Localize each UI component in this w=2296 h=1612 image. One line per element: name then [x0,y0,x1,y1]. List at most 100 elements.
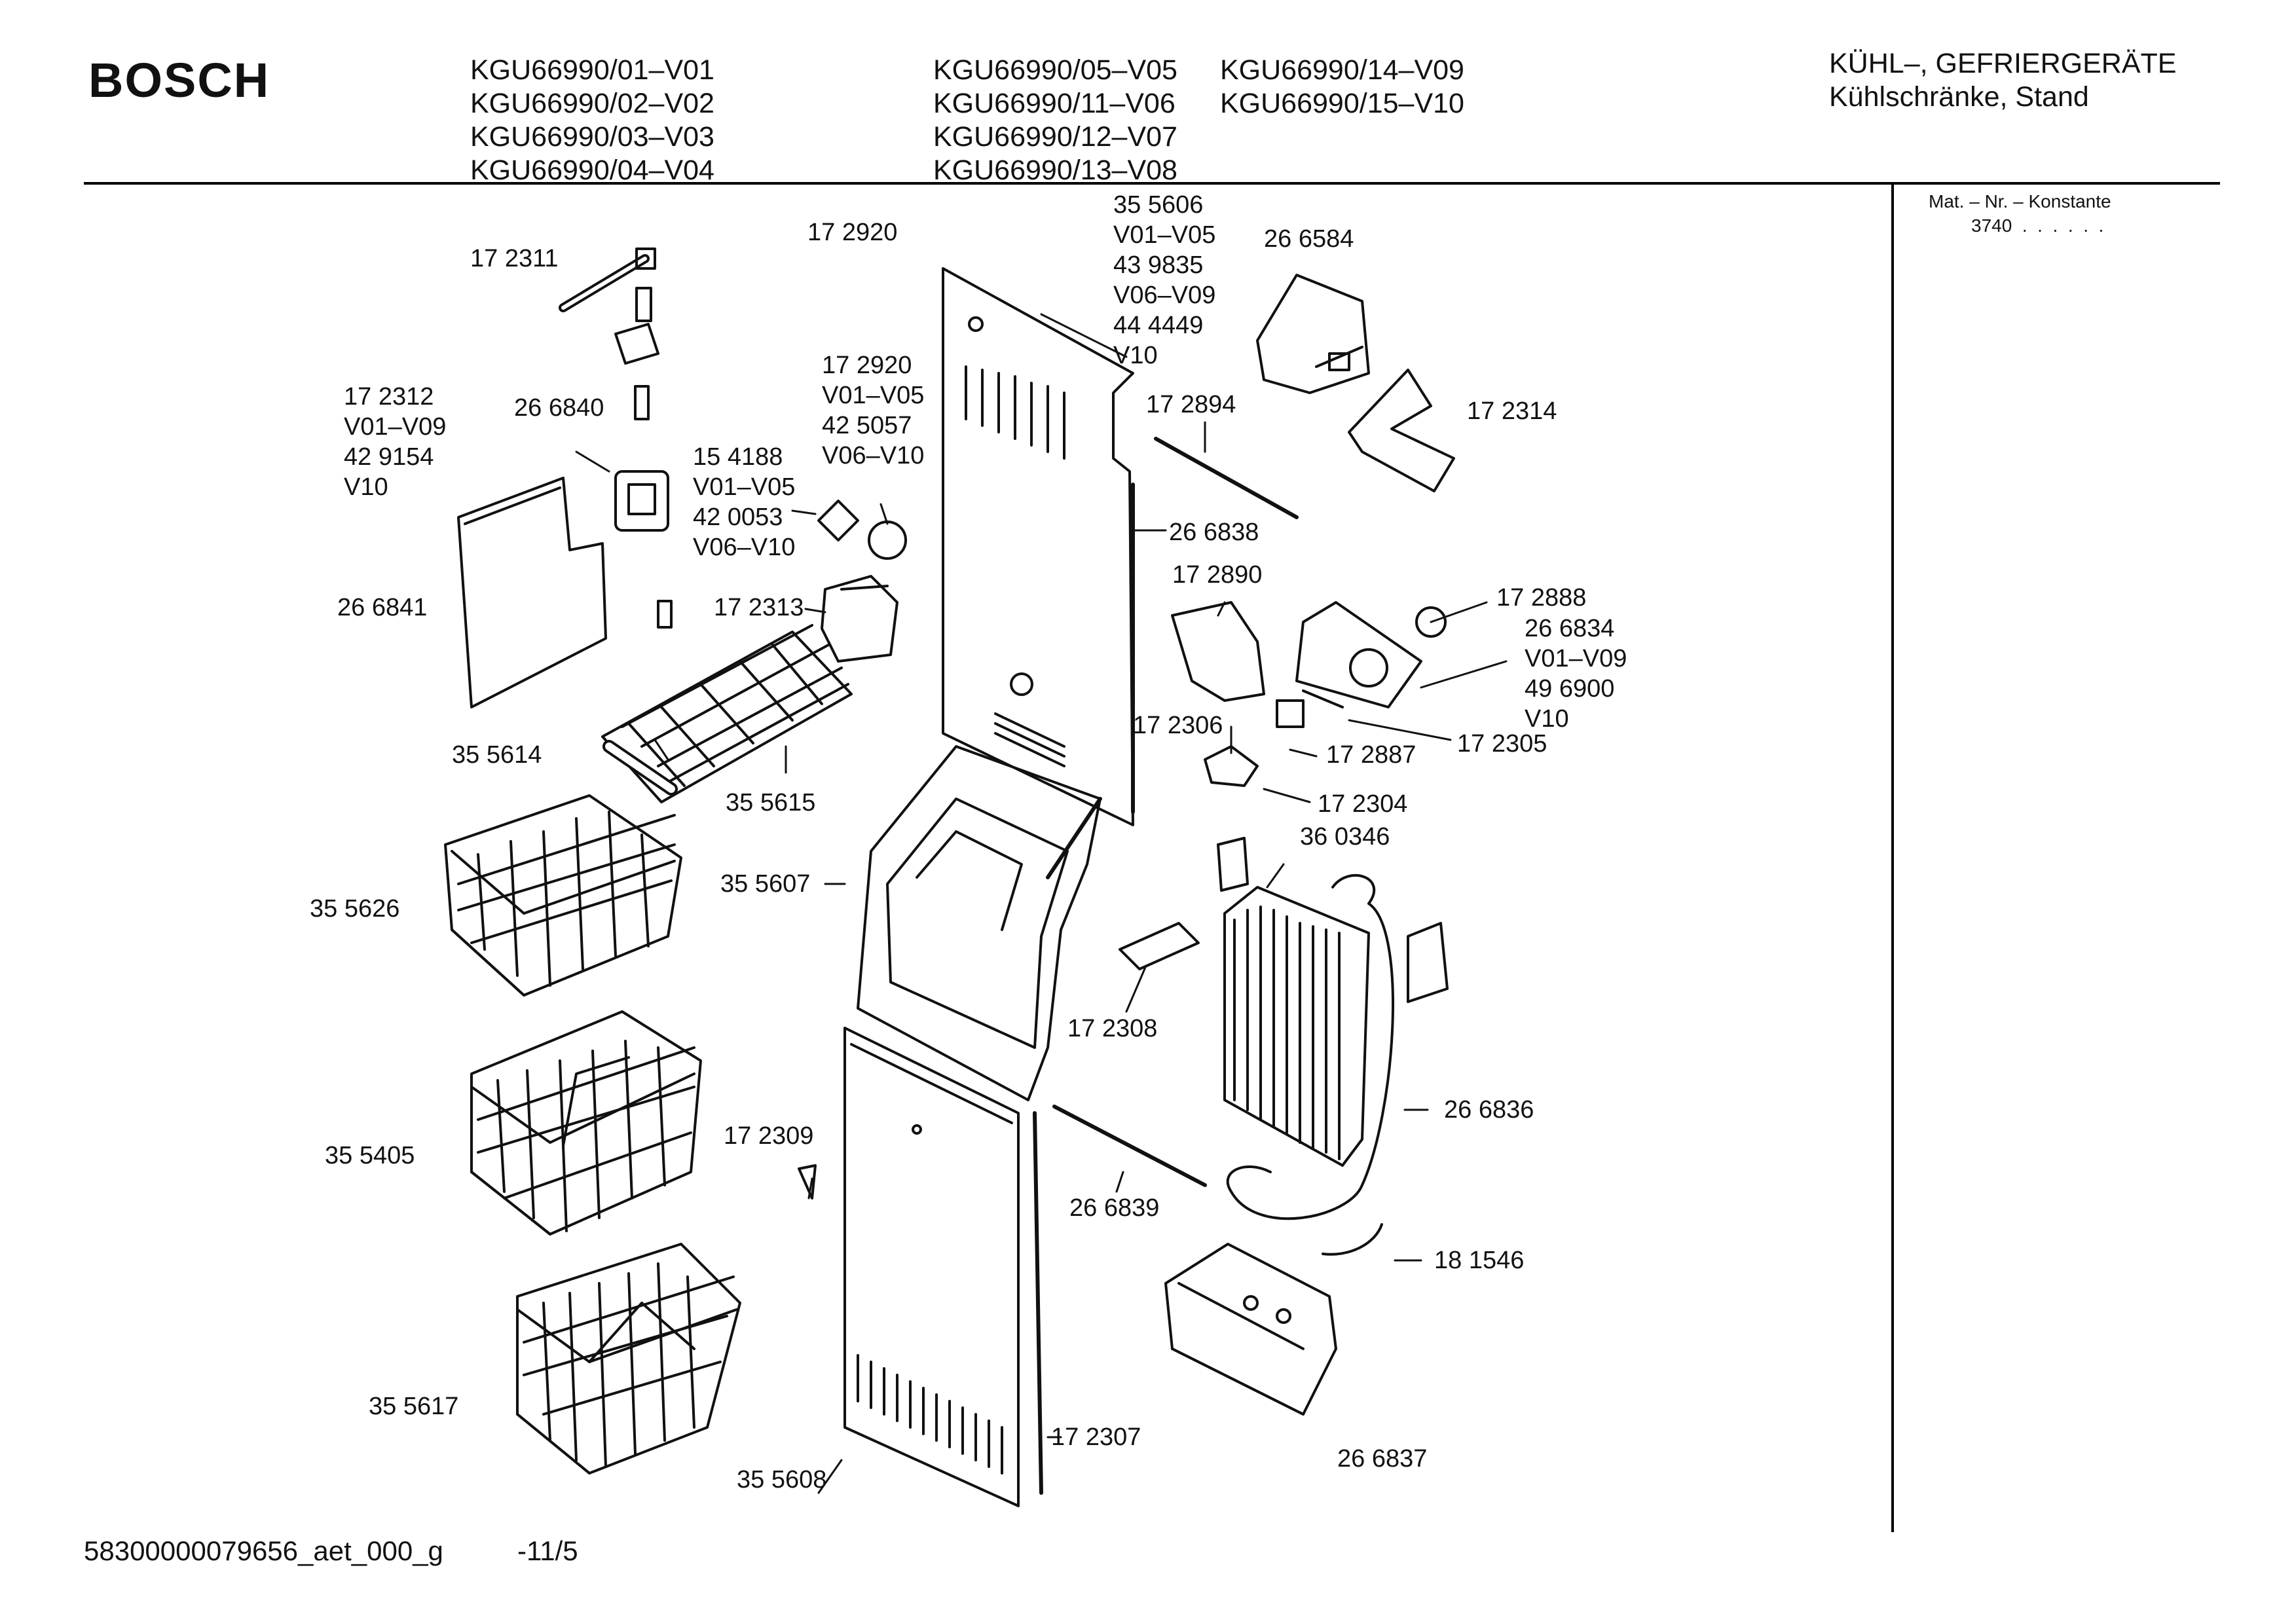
bracket-part [1256,274,1370,394]
part-label: 17 2309 [724,1122,814,1150]
part-label: 17 2306 [1133,712,1223,739]
wire-shelf-part [601,624,853,803]
model-number: KGU66990/02–V02 [470,88,714,119]
rod-part-inner [605,742,675,793]
fan-blade-part [1415,606,1447,638]
part-label: 36 0346 [1300,823,1390,851]
part-label-group: 26 6834 V01–V09 49 6900 V10 [1525,614,1627,734]
drain-tube-part [559,247,659,420]
part-variant: V01–V05 [1113,221,1216,249]
gasket-part [1348,369,1455,492]
part-label: 17 2888 [1496,584,1587,612]
part-variant: V06–V10 [693,534,796,561]
defrost-heater-part [1226,874,1394,1220]
light-bulb-part [817,500,907,560]
seal-upper-part [1046,797,1102,879]
model-number: KGU66990/01–V01 [470,54,714,86]
fan-housing-part [1295,601,1422,708]
part-label: 17 2314 [1467,397,1557,425]
evaporator-part [1223,886,1370,1167]
mat-constant-value: 3740 . . . . . . [1971,215,2104,236]
part-label: 35 5617 [369,1393,459,1420]
front-panel-part [843,1027,1020,1507]
sidebar-divider [1891,185,1894,1532]
part-label: 26 6840 [514,394,604,422]
part-label: 35 5615 [726,789,816,816]
part-label: 15 4188 [693,443,783,471]
leader-lines [575,313,1508,1494]
bar-part [1119,922,1200,970]
model-number: KGU66990/13–V08 [933,155,1177,186]
model-list-col3: KGU66990/14–V09 KGU66990/15–V10 [1220,54,1464,120]
part-variant: V01–V09 [344,413,447,441]
basket-small-part [444,794,682,997]
part-label: 18 1546 [1434,1247,1525,1274]
model-number: KGU66990/05–V05 [933,54,1177,86]
model-list-col2: KGU66990/05–V05 KGU66990/11–V06 KGU66990… [933,54,1177,187]
seal-lower-part [1033,1111,1043,1495]
back-panel-part [942,267,1134,826]
part-label: 35 5405 [325,1142,415,1169]
part-label: 17 2894 [1146,391,1236,418]
part-variant: V10 [1113,342,1158,369]
part-label: 35 5608 [737,1466,827,1493]
model-list-col1: KGU66990/01–V01 KGU66990/02–V02 KGU66990… [470,54,714,187]
switch-box-part [614,470,669,532]
part-label: 26 6838 [1169,519,1259,546]
part-label-group: 17 2312 V01–V09 42 9154 V10 [344,382,446,502]
part-label: 43 9835 [1113,251,1204,279]
page-indicator: -11/5 [517,1535,578,1566]
upper-frame-part [857,745,1102,1101]
part-label: 35 5614 [452,741,542,769]
seal-bottom-part [1052,1105,1207,1187]
part-variant: V06–V09 [1113,282,1216,309]
basket-medium-part [470,1010,702,1236]
part-variant: V01–V09 [1525,645,1627,672]
category-line2: Kühlschränke, Stand [1829,81,2089,113]
model-number: KGU66990/15–V10 [1220,88,1464,119]
part-variant: V01–V05 [822,382,925,409]
part-label-group: 15 4188 V01–V05 42 0053 V06–V10 [693,442,795,562]
clip-bracket-part [1217,837,1249,892]
part-label: 26 6839 [1069,1194,1160,1222]
part-label: 35 5606 [1113,191,1204,219]
duct-part [1171,601,1265,702]
model-number: KGU66990/14–V09 [1220,54,1464,86]
part-label: 26 6834 [1525,615,1615,642]
part-label: 42 9154 [344,443,434,471]
part-label-group: 35 5606 V01–V05 43 9835 V06–V09 44 4449 … [1113,190,1215,371]
document-id: 58300000079656_aet_000_g [84,1535,443,1566]
part-label: 17 2312 [344,383,434,411]
part-label: 35 5607 [720,870,811,898]
mat-constant-label: Mat. – Nr. – Konstante [1929,191,2111,211]
part-label: 17 2308 [1067,1015,1158,1042]
part-label: 42 5057 [822,412,912,439]
drain-tray-part [1164,1243,1337,1416]
part-label: 17 2313 [714,594,804,621]
brand-logo: BOSCH [88,53,270,107]
part-label: 44 4449 [1113,312,1204,339]
fan-motor-part [1276,699,1305,728]
motor-mount-part [1204,745,1259,787]
model-number: KGU66990/12–V07 [933,121,1177,153]
part-label: 26 6841 [337,594,428,621]
part-label: 17 2311 [470,245,559,272]
wire-part [1322,1223,1383,1256]
part-label: 17 2305 [1457,730,1547,758]
part-label: 17 2920 [807,219,898,246]
model-number: KGU66990/11–V06 [933,88,1176,119]
part-label: 26 6836 [1444,1096,1534,1124]
sensor-bracket-part [1407,922,1449,1003]
category-line1: KÜHL–, GEFRIERGERÄTE [1829,48,2177,79]
model-number: KGU66990/04–V04 [470,155,714,186]
part-variant: V01–V05 [693,473,796,501]
clip-part [798,1164,817,1200]
part-variant: V06–V10 [822,442,925,469]
lamp-cover-part [821,575,898,663]
part-label: 35 5626 [310,895,400,923]
part-label: 42 0053 [693,504,783,531]
part-variant: V10 [1525,705,1569,733]
part-variant: V10 [344,473,388,501]
part-label: 17 2304 [1318,790,1408,818]
